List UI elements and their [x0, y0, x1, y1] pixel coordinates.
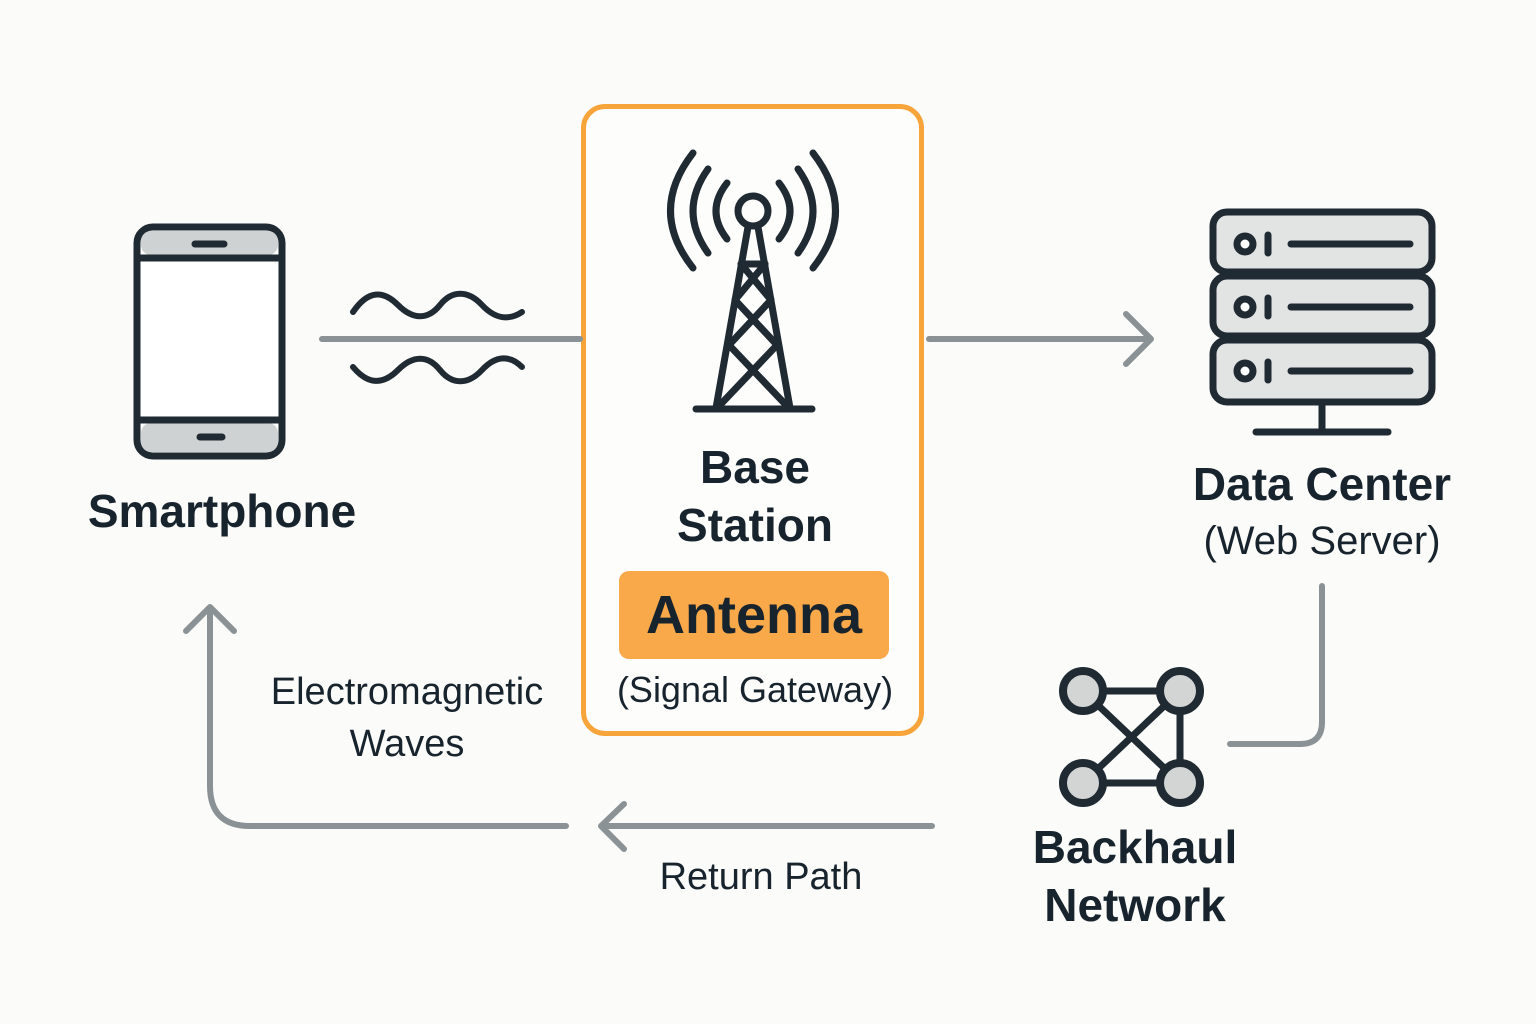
- cell-tower-icon: [667, 149, 839, 413]
- data-center-subtitle: (Web Server): [1203, 519, 1441, 563]
- network-mesh-icon: [1059, 667, 1204, 807]
- arrow-return-path: [598, 801, 935, 852]
- backhaul-title-line1: Backhaul: [1032, 821, 1238, 873]
- base-station-title-line2: Station: [677, 499, 833, 551]
- em-waves-label-line1: Electromagnetic: [270, 671, 544, 713]
- smartphone-label: Smartphone: [87, 485, 357, 537]
- base-station-subtitle: (Signal Gateway): [616, 669, 894, 710]
- arrow-base-to-datacenter: [926, 311, 1154, 367]
- wave-icon-bottom: [350, 355, 525, 385]
- wave-icon-top: [350, 290, 525, 321]
- base-station-title-line1: Base: [700, 441, 810, 493]
- return-path-label: Return Path: [659, 856, 863, 898]
- smartphone-icon: [133, 223, 286, 460]
- em-waves-label-line2: Waves: [349, 723, 465, 765]
- connector-datacenter-to-backhaul: [1227, 583, 1325, 747]
- antenna-badge: Antenna: [619, 571, 889, 659]
- server-rack-icon: [1209, 208, 1436, 436]
- arrow-to-smartphone: [183, 604, 569, 829]
- data-center-title: Data Center: [1192, 458, 1452, 510]
- backhaul-title-line2: Network: [1044, 879, 1226, 931]
